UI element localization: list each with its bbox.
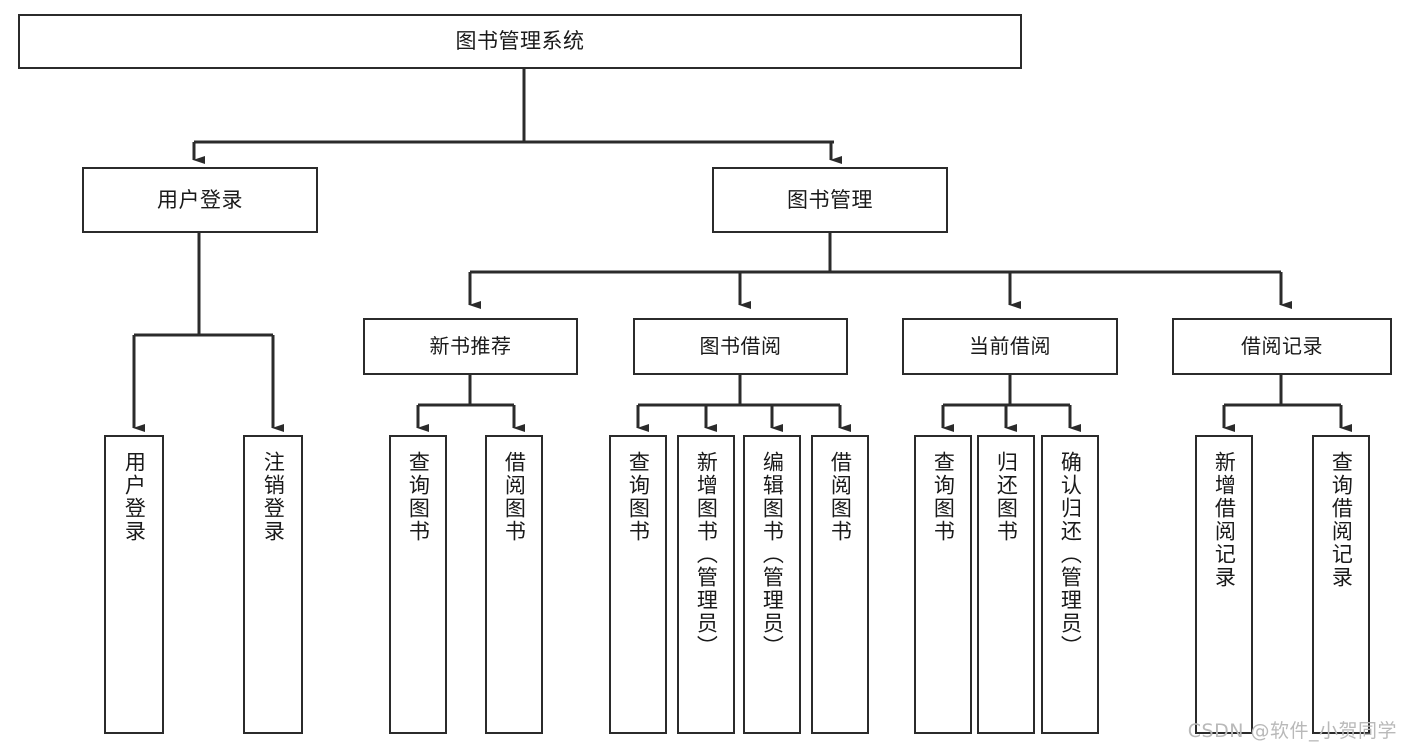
node-borrow-record[interactable]: 借阅记录 — [1172, 318, 1392, 375]
node-leaf-borrow-book[interactable]: 借阅图书 — [811, 435, 869, 734]
node-user-login[interactable]: 用户登录 — [82, 167, 318, 233]
node-leaf-return-book[interactable]: 归还图书 — [977, 435, 1035, 734]
node-label: 确认归还（管理员） — [1058, 451, 1083, 658]
node-leaf-add-book-admin[interactable]: 新增图书（管理员） — [677, 435, 735, 734]
node-label: 新书推荐 — [429, 334, 512, 359]
node-label: 图书借阅 — [699, 334, 782, 359]
node-leaf-query-book-borrow[interactable]: 查询图书 — [609, 435, 667, 734]
node-book-borrow[interactable]: 图书借阅 — [633, 318, 848, 375]
node-new-book-recommend[interactable]: 新书推荐 — [363, 318, 578, 375]
csdn-watermark: CSDN @软件_小贺同学 — [1187, 720, 1397, 742]
node-label: 查询图书 — [931, 451, 956, 543]
node-leaf-add-borrow-record[interactable]: 新增借阅记录 — [1195, 435, 1253, 734]
node-label: 借阅图书 — [502, 451, 527, 543]
node-leaf-edit-book-admin[interactable]: 编辑图书（管理员） — [743, 435, 801, 734]
node-label: 用户登录 — [157, 187, 243, 212]
node-book-manage[interactable]: 图书管理 — [712, 167, 948, 233]
node-label: 编辑图书（管理员） — [760, 451, 785, 658]
node-leaf-query-book-rec[interactable]: 查询图书 — [389, 435, 447, 734]
node-root-system[interactable]: 图书管理系统 — [18, 14, 1022, 69]
node-label: 借阅图书 — [828, 451, 853, 543]
node-label: 注销登录 — [261, 451, 286, 543]
node-leaf-confirm-return-admin[interactable]: 确认归还（管理员） — [1041, 435, 1099, 734]
node-label: 借阅记录 — [1241, 334, 1323, 359]
node-label: 用户登录 — [122, 451, 147, 543]
node-label: 图书管理 — [787, 187, 873, 212]
node-label: 查询借阅记录 — [1329, 451, 1354, 589]
node-leaf-query-book-current[interactable]: 查询图书 — [914, 435, 972, 734]
node-leaf-borrow-book-rec[interactable]: 借阅图书 — [485, 435, 543, 734]
node-label: 归还图书 — [994, 451, 1019, 543]
node-label: 图书管理系统 — [455, 29, 585, 54]
node-current-borrow[interactable]: 当前借阅 — [902, 318, 1118, 375]
node-leaf-query-borrow-record[interactable]: 查询借阅记录 — [1312, 435, 1370, 734]
node-label: 当前借阅 — [969, 334, 1051, 359]
node-label: 查询图书 — [406, 451, 431, 543]
node-label: 新增图书（管理员） — [694, 451, 719, 658]
node-leaf-user-login[interactable]: 用户登录 — [104, 435, 164, 734]
node-leaf-logout[interactable]: 注销登录 — [243, 435, 303, 734]
node-label: 查询图书 — [626, 451, 651, 543]
node-label: 新增借阅记录 — [1212, 451, 1237, 589]
